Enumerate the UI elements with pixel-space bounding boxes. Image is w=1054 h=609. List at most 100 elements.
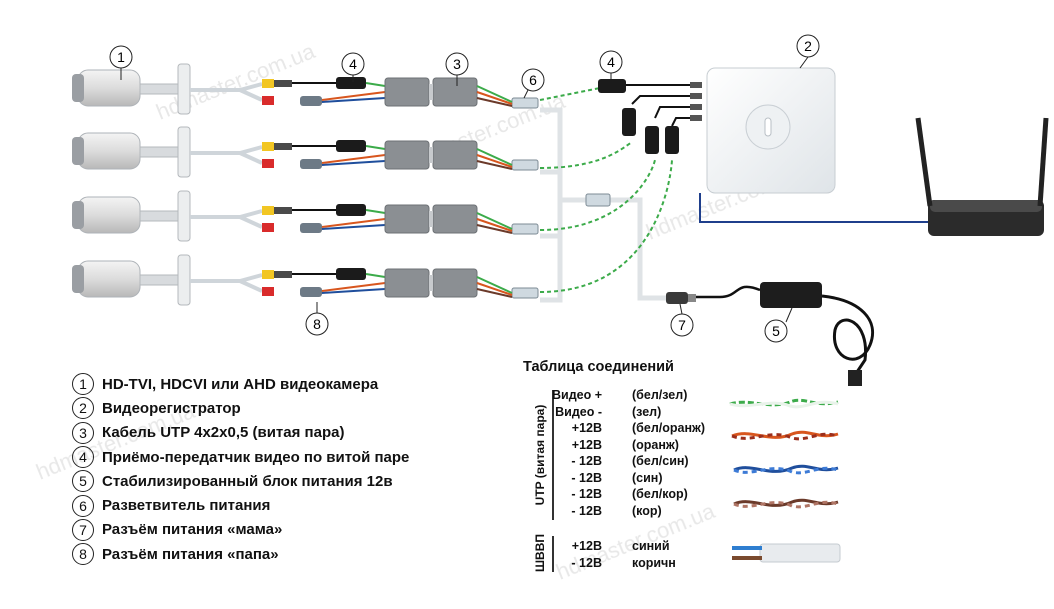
- table-signal: - 12В: [571, 470, 602, 485]
- table-wire-color: синий: [632, 539, 670, 553]
- callout-utp-cable: 3: [445, 52, 469, 86]
- video-connector: [262, 270, 274, 279]
- utp-coupler: [429, 84, 433, 100]
- camera-arm: [139, 274, 179, 286]
- twisted-pairs-to-dvr: [539, 87, 673, 293]
- legend-text: Стабилизированный блок питания 12в: [102, 472, 393, 490]
- callout-splitter: 6: [521, 68, 545, 99]
- camera-mount: [177, 126, 191, 178]
- bnc-connector: [274, 271, 292, 278]
- camera-cable: [190, 145, 263, 155]
- wire-shvvp: [732, 543, 841, 563]
- wire-orange: [476, 218, 513, 232]
- legend-number: 2: [72, 397, 94, 420]
- utp-junction-box: [384, 204, 430, 234]
- male-power-connector: [300, 159, 322, 169]
- legend-item: 7 Разъём питания «мама»: [72, 518, 492, 542]
- svg-text:5: 5: [772, 323, 780, 339]
- camera-row-4: [72, 254, 513, 306]
- table-wire-color: (кор): [632, 503, 662, 518]
- wire-brown: [476, 160, 513, 170]
- legend-text: HD-TVI, HDCVI или AHD видеокамера: [102, 375, 379, 393]
- wire-samples: [729, 398, 841, 563]
- wire-orange: [321, 154, 386, 164]
- callout-balun-camera: 4: [341, 52, 365, 82]
- utp-coupler: [429, 147, 433, 163]
- camera-body: [77, 260, 141, 298]
- table-title: Таблица соединений: [523, 359, 674, 375]
- wire-orange: [476, 282, 513, 296]
- table-signal: - 12В: [571, 454, 602, 468]
- camera-cable: [190, 209, 263, 219]
- utp-junction-box: [384, 140, 430, 170]
- svg-text:1: 1: [117, 49, 125, 65]
- table-signal: +12В: [571, 437, 602, 452]
- camera-lens: [72, 265, 84, 293]
- wire-blue: [321, 160, 386, 166]
- table-wire-color: (бел/оранж): [632, 421, 706, 435]
- camera-lens: [72, 137, 84, 165]
- dvr-bnc-connectors: [690, 82, 702, 121]
- wire-green: [476, 212, 513, 230]
- svg-text:4: 4: [607, 54, 615, 70]
- legend-number: 1: [72, 373, 94, 396]
- wire-green: [365, 145, 386, 150]
- wire-blue: [321, 224, 386, 230]
- svg-text:8: 8: [313, 316, 321, 332]
- legend-text: Разъём питания «мама»: [102, 521, 283, 539]
- legend-text: Разъём питания «папа»: [102, 545, 279, 563]
- camera-balun: [336, 77, 366, 89]
- legend-text: Приёмо-передатчик видео по витой паре: [102, 448, 410, 466]
- table-signal: +12В: [571, 539, 602, 553]
- dvr-baluns: [598, 79, 679, 154]
- utp-coupler: [429, 275, 433, 291]
- power-connector: [262, 287, 274, 296]
- svg-text:6: 6: [529, 72, 537, 88]
- legend-number: 7: [72, 518, 94, 541]
- table-wire-color: коричн: [632, 556, 676, 570]
- legend-item: 2 Видеорегистратор: [72, 396, 492, 420]
- male-power-connector: [300, 287, 322, 297]
- female-power-connector: [666, 292, 696, 304]
- camera-balun: [336, 268, 366, 280]
- wire-brown: [476, 224, 513, 234]
- camera-cable: [239, 88, 263, 102]
- legend-item: 1 HD-TVI, HDCVI или AHD видеокамера: [72, 372, 492, 396]
- callout-camera: 1: [109, 45, 133, 80]
- table-wire-color: (зел): [632, 404, 662, 419]
- router: [915, 117, 1049, 236]
- svg-text:2: 2: [804, 38, 812, 54]
- svg-text:7: 7: [678, 317, 686, 333]
- camera-arm: [139, 146, 179, 158]
- table-signal: - 12В: [571, 503, 602, 518]
- callout-balun-dvr: 4: [599, 50, 623, 79]
- table-wire-color: (бел/кор): [632, 487, 688, 501]
- camera-balun: [336, 140, 366, 152]
- power-connector: [262, 223, 274, 232]
- svg-text:4: 4: [349, 56, 357, 72]
- table-signal: +12В: [571, 421, 602, 435]
- wire-green: [365, 82, 386, 87]
- camera-cable: [239, 215, 263, 229]
- camera-row-1: [72, 63, 513, 115]
- legend-number: 3: [72, 421, 94, 444]
- wire-green: [365, 273, 386, 278]
- legend-text: Разветвитель питания: [102, 497, 271, 515]
- callouts: 1 2 3 4 4 5 6 7 8: [109, 34, 820, 343]
- wire-orange: [476, 154, 513, 168]
- bnc-connector: [274, 143, 292, 150]
- utp-junction-box: [432, 140, 478, 170]
- legend-text: Видеорегистратор: [102, 399, 241, 417]
- utp-bracket: [552, 390, 554, 520]
- table-wire-color: (бел/син): [632, 454, 689, 468]
- camera-row-3: [72, 190, 513, 242]
- power-adapter: [694, 282, 874, 386]
- wire-blue: [321, 97, 386, 103]
- camera-mount: [177, 190, 191, 242]
- camera-body: [77, 69, 141, 107]
- shvvp-bracket: [552, 536, 554, 572]
- callout-female-connector: 7: [670, 303, 694, 337]
- table-wire-color: (син): [632, 470, 663, 485]
